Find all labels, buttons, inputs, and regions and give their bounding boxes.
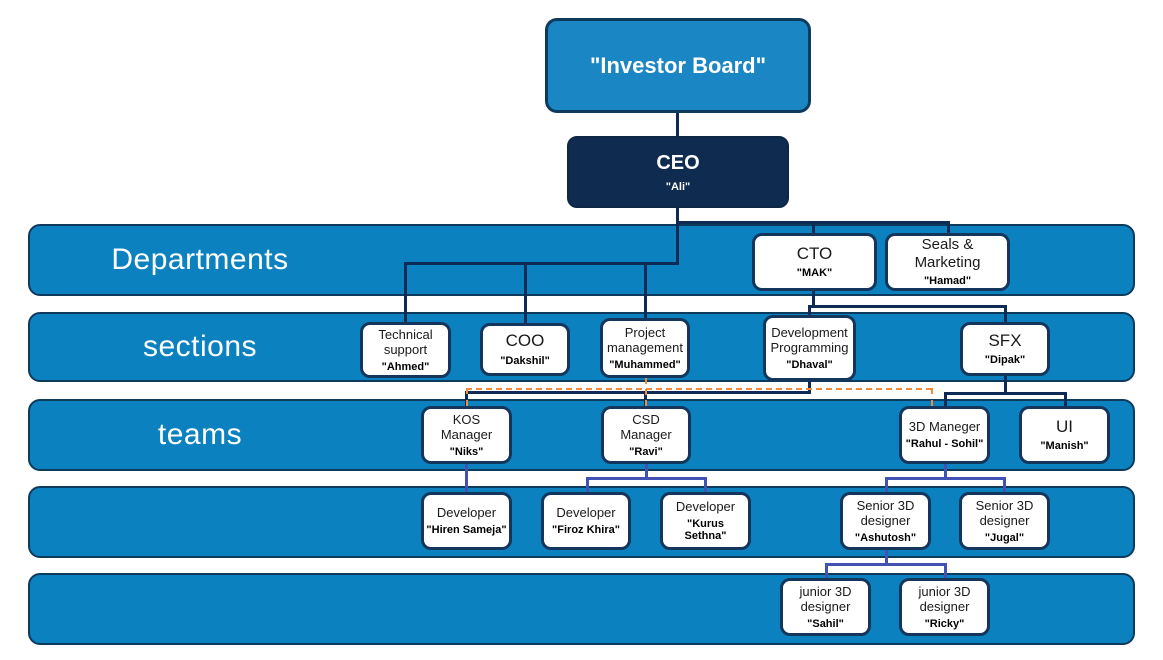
node-title: Senior 3D designer	[856, 497, 915, 529]
connector-line	[586, 477, 589, 492]
org-node-developer-hiren[interactable]: Developer "Hiren Sameja"	[421, 492, 512, 550]
node-title: Senior 3D designer	[975, 497, 1034, 529]
connector-line	[885, 477, 888, 492]
org-node-developer-kurus[interactable]: Developer "Kurus Sethna"	[660, 492, 751, 550]
org-node-junior-3d-sahil[interactable]: junior 3D designer "Sahil"	[780, 578, 871, 636]
node-name: "Kurus Sethna"	[684, 517, 727, 543]
node-title: Development Programming	[770, 324, 849, 356]
org-node-project-management[interactable]: Project management "Muhammed"	[600, 318, 690, 378]
connector-line	[1064, 392, 1067, 406]
connector-dashed-line	[466, 388, 468, 406]
node-title: UI	[1056, 416, 1073, 436]
org-node-senior-3d-ashutosh[interactable]: Senior 3D designer "Ashutosh"	[840, 492, 931, 550]
connector-line	[704, 477, 707, 492]
connector-line	[825, 563, 828, 578]
connector-dashed-line	[466, 388, 932, 390]
connector-line	[645, 464, 648, 478]
node-title: COO	[505, 331, 545, 351]
connector-line	[825, 563, 946, 566]
node-title: 3D Maneger	[908, 419, 981, 435]
node-title: CTO	[796, 243, 833, 263]
connector-dashed-line	[931, 388, 933, 406]
org-node-kos-manager[interactable]: KOS Manager "Niks"	[421, 406, 512, 464]
connector-line	[944, 392, 1067, 395]
org-node-development-programming[interactable]: Development Programming "Dhaval"	[763, 315, 856, 381]
org-node-seals-marketing[interactable]: Seals & Marketing "Hamad"	[885, 233, 1010, 291]
node-name: "Ashutosh"	[854, 531, 917, 544]
org-node-coo[interactable]: COO "Dakshil"	[480, 323, 570, 376]
node-title: CEO	[656, 151, 700, 174]
node-title: Developer	[675, 499, 736, 515]
node-name: "Rahul - Sohil"	[905, 437, 984, 450]
connector-line	[808, 381, 811, 394]
connector-line	[465, 391, 811, 394]
org-node-csd-manager[interactable]: CSD Manager "Ravi"	[601, 406, 691, 464]
node-title: junior 3D designer	[799, 583, 852, 615]
connector-line	[808, 305, 811, 315]
org-node-3d-manager[interactable]: 3D Maneger "Rahul - Sohil"	[899, 406, 990, 464]
connector-line	[944, 464, 947, 478]
node-title: KOS Manager	[440, 411, 493, 443]
node-name: "Ali"	[665, 180, 691, 193]
node-name: "Ricky"	[924, 617, 965, 630]
node-name: "Manish"	[1040, 440, 1089, 453]
connector-line	[1004, 305, 1007, 322]
node-title: Technical support	[378, 326, 433, 358]
band-label-departments: Departments	[111, 243, 289, 276]
node-name: "Dhaval"	[786, 358, 833, 371]
connector-line	[812, 221, 815, 233]
node-name: "Firoz Khira"	[552, 523, 620, 536]
node-title: Seals & Marketing	[914, 236, 981, 272]
connector-line	[465, 464, 468, 492]
connector-line	[1003, 477, 1006, 492]
org-node-senior-3d-jugal[interactable]: Senior 3D designer "Jugal"	[959, 492, 1050, 550]
node-name: "Ravi"	[629, 445, 663, 458]
org-node-junior-3d-ricky[interactable]: junior 3D designer "Ricky"	[899, 578, 990, 636]
node-title: CSD Manager	[620, 411, 672, 443]
connector-line	[404, 262, 679, 265]
connector-line	[1004, 376, 1007, 394]
band-label-teams: teams	[157, 418, 243, 451]
org-node-ceo[interactable]: CEO "Ali"	[567, 136, 789, 208]
connector-line	[885, 477, 1006, 480]
node-name: "Dakshil"	[500, 354, 550, 367]
node-title: Developer	[436, 505, 497, 521]
node-name: "Muhammed"	[609, 358, 681, 371]
connector-dashed-line	[645, 378, 647, 406]
connector-line	[586, 477, 707, 480]
node-name: "Niks"	[449, 445, 484, 458]
connector-line	[524, 262, 527, 323]
org-node-sfx[interactable]: SFX "Dipak"	[960, 322, 1050, 376]
org-node-developer-firoz[interactable]: Developer "Firoz Khira"	[541, 492, 631, 550]
org-node-investor-board[interactable]: "Investor Board"	[545, 18, 811, 113]
connector-line	[944, 392, 947, 406]
org-node-cto[interactable]: CTO "MAK"	[752, 233, 877, 291]
node-name: "Hamad"	[923, 275, 972, 288]
connector-line	[808, 305, 1007, 308]
band-sections[interactable]: sections	[28, 312, 1135, 382]
node-name: "Dipak"	[984, 354, 1026, 367]
node-title: Project management	[607, 324, 683, 356]
connector-line	[885, 550, 888, 564]
node-name: "Jugal"	[984, 531, 1025, 544]
node-title: SFX	[988, 330, 1022, 350]
connector-line	[644, 262, 647, 318]
node-name: "Hiren Sameja"	[426, 523, 507, 536]
node-name: "Sahil"	[807, 617, 844, 630]
node-title: junior 3D designer	[918, 583, 971, 615]
connector-line	[676, 113, 679, 136]
connector-line	[812, 291, 815, 307]
org-node-ui[interactable]: UI "Manish"	[1019, 406, 1110, 464]
band-label-sections: sections	[142, 330, 258, 363]
node-title: "Investor Board"	[589, 52, 767, 78]
connector-line	[944, 563, 947, 578]
connector-line	[404, 262, 407, 322]
node-title: Developer	[556, 505, 616, 521]
org-node-technical-support[interactable]: Technical support "Ahmed"	[360, 322, 451, 378]
node-name: "MAK"	[796, 267, 833, 280]
connector-line	[947, 221, 950, 233]
connector-line	[676, 208, 679, 265]
node-name: "Ahmed"	[381, 360, 430, 373]
